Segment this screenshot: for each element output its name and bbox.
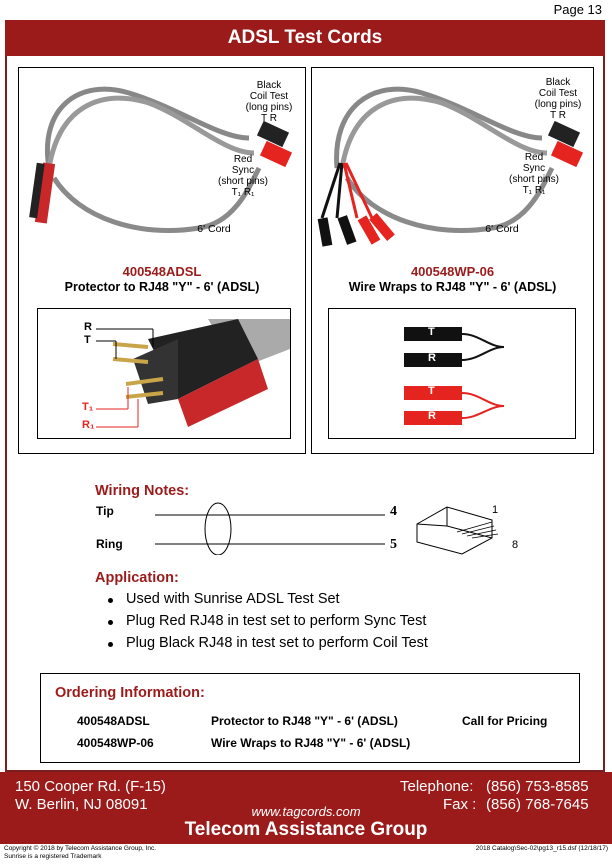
red-label-line: (short pins)	[217, 176, 268, 187]
order-price: Call for Pricing	[462, 714, 548, 728]
tip-label: Tip	[96, 504, 114, 518]
red-label-line: Red	[524, 152, 544, 163]
red-label-line: Sync	[231, 165, 255, 176]
catalog-reference: 2018 Catalog\Sec-02\pg13_r15.dsf (12/18/…	[475, 845, 608, 852]
footer: 150 Cooper Rd. (F-15) W. Berlin, NJ 0809…	[0, 772, 612, 844]
pin-label-r: R	[84, 321, 92, 333]
red-label-line: (short pins)	[508, 174, 559, 185]
cord-length-label: 6' Cord	[197, 223, 231, 235]
black-label-line: (long pins)	[245, 102, 293, 113]
address-line-2: W. Berlin, NJ 08091	[15, 796, 148, 813]
red-label-line: Sync	[522, 163, 546, 174]
black-label-line: Black	[545, 77, 571, 88]
order-description: Protector to RJ48 "Y" - 6' (ADSL)	[211, 714, 398, 728]
black-label-line: Coil Test	[538, 88, 578, 99]
fax-number: (856) 768-7645	[486, 796, 589, 813]
black-label-line: T R	[550, 110, 566, 121]
model-description: Wire Wraps to RJ48 "Y" - 6' (ADSL)	[348, 280, 557, 294]
black-plug-label: Black Coil Test (long pins) T R	[231, 80, 307, 124]
black-label-line: Black	[256, 80, 282, 91]
copyright-notice: Copyright © 2018 by Telecom Assistance G…	[4, 845, 156, 861]
wire-label-r-red: R	[428, 410, 436, 422]
address-line-1: 150 Cooper Rd. (F-15)	[15, 778, 166, 795]
red-label-pins: T₁ R₁	[522, 185, 546, 196]
fax-label: Fax :	[443, 796, 477, 813]
order-description: Wire Wraps to RJ48 "Y" - 6' (ADSL)	[211, 736, 411, 750]
list-item: Plug Red RJ48 in test set to perform Syn…	[104, 613, 544, 629]
cord-length-label: 6' Cord	[485, 223, 519, 235]
black-plug-label: Black Coil Test (long pins) T R	[520, 77, 596, 121]
pin-label-t1: T₁	[82, 401, 94, 413]
telephone-number: (856) 753-8585	[486, 778, 589, 795]
application-list: Used with Sunrise ADSL Test Set Plug Red…	[104, 591, 544, 657]
ordering-info-title: Ordering Information:	[55, 685, 205, 701]
copyright-line: Copyright © 2018 by Telecom Assistance G…	[4, 845, 157, 852]
wirewrap-diagram: T R T R	[328, 308, 576, 439]
ordering-info-box: Ordering Information: 400548ADSL Protect…	[40, 673, 580, 763]
list-item: Plug Black RJ48 in test set to perform C…	[104, 635, 544, 651]
ring-label: Ring	[96, 537, 123, 551]
red-label-line: Red	[233, 154, 253, 165]
cord-photo-protector	[29, 86, 293, 233]
order-part-number: 400548ADSL	[77, 714, 150, 728]
application-title: Application:	[95, 570, 179, 586]
model-number: 400548WP-06	[410, 264, 495, 279]
list-item: Used with Sunrise ADSL Test Set	[104, 591, 544, 607]
black-label-line: Coil Test	[249, 91, 289, 102]
order-part-number: 400548WP-06	[77, 736, 154, 750]
ring-pin-number: 5	[390, 537, 397, 552]
telephone-label: Telephone:	[400, 778, 474, 795]
left-product-panel: Black Coil Test (long pins) T R Red Sync…	[18, 67, 306, 454]
pin-8-label: 8	[512, 539, 519, 551]
page-title: ADSL Test Cords	[5, 20, 605, 56]
pin-1-label: 1	[492, 504, 499, 516]
wire-label-t-red: T	[428, 385, 435, 397]
company-name: Telecom Assistance Group	[184, 819, 428, 840]
website-link[interactable]: www.tagcords.com	[251, 804, 361, 819]
wiring-lines	[155, 502, 385, 555]
wirewrap-illustration	[404, 327, 505, 425]
right-product-panel: Black Coil Test (long pins) T R Red Sync…	[311, 67, 594, 454]
tip-pin-number: 4	[390, 504, 397, 519]
protector-illustration	[96, 319, 290, 428]
protector-pin-diagram: R T T₁ R₁	[37, 308, 291, 439]
model-description: Protector to RJ48 "Y" - 6' (ADSL)	[64, 280, 260, 294]
rj48-plug-icon	[416, 506, 499, 555]
page-number: Page 13	[553, 2, 602, 17]
pin-label-t: T	[84, 334, 91, 346]
pin-label-r1: R₁	[82, 419, 95, 431]
red-label-pins: T₁ R₁	[231, 187, 255, 198]
red-plug-label: Red Sync (short pins) T₁ R₁	[215, 154, 271, 198]
cord-photo-wirewrap	[317, 86, 584, 247]
wire-label-r-black: R	[428, 352, 436, 364]
black-label-line: T R	[261, 113, 277, 124]
black-label-line: (long pins)	[534, 99, 582, 110]
model-number: 400548ADSL	[122, 264, 202, 279]
trademark-line: Sunrise is a registered Trademark	[4, 853, 102, 860]
wiring-notes-title: Wiring Notes:	[95, 483, 190, 499]
red-plug-label: Red Sync (short pins) T₁ R₁	[506, 152, 562, 196]
wire-label-t-black: T	[428, 326, 435, 338]
